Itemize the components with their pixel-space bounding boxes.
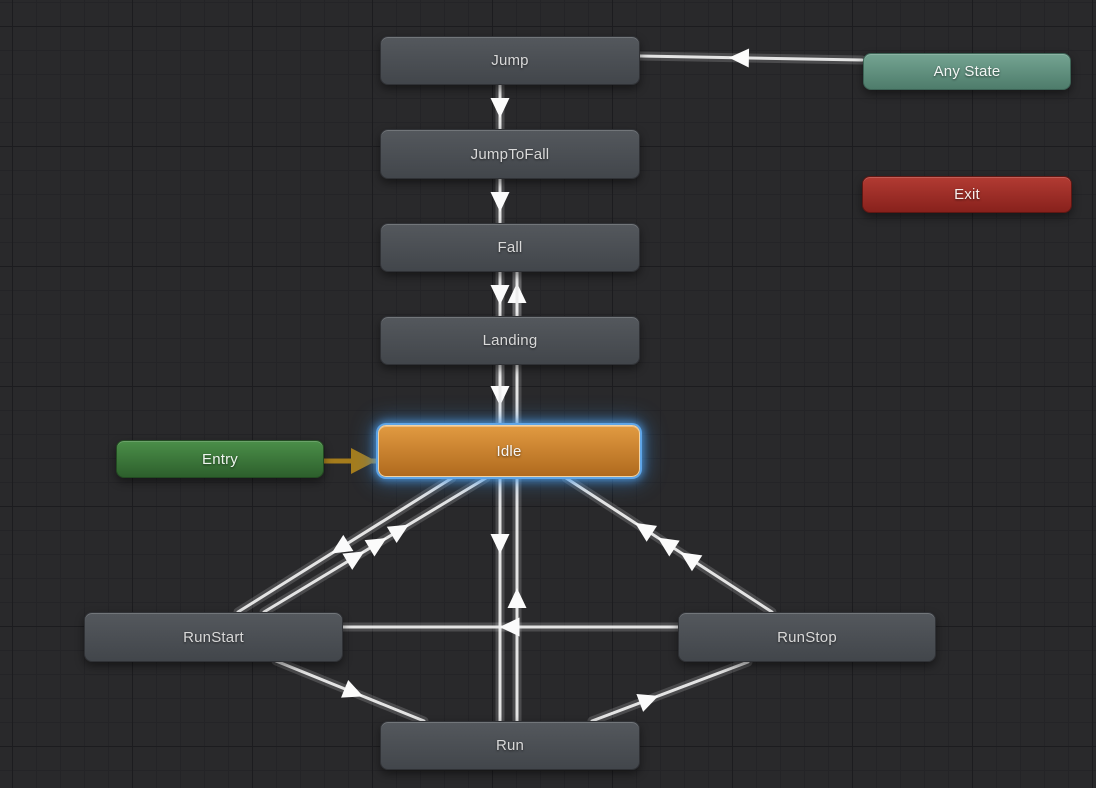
state-node-label: Entry [201,450,238,468]
transition-entry-to-idle[interactable] [321,448,379,474]
transition-arrowhead [490,98,510,118]
state-node-jump[interactable]: Jump [380,36,640,85]
state-node-run-stop[interactable]: RunStop [678,612,936,662]
state-node-label: RunStart [183,628,244,646]
transition-arrowhead [499,617,520,637]
transition-arrowhead [635,522,658,542]
state-node-run-start[interactable]: RunStart [84,612,343,662]
transition-run-stop-to-run-start[interactable] [338,617,683,637]
state-node-label: Landing [482,332,538,349]
transition-run-stop-to-idle[interactable] [561,473,777,617]
state-node-idle[interactable]: Idle [378,425,640,477]
transition-run-start-to-idle[interactable] [259,473,491,617]
transition-arrowhead [680,552,703,572]
transition-arrowhead [490,534,510,554]
transition-fall-to-landing[interactable] [490,267,510,321]
transition-arrowhead [507,588,527,608]
transition-arrowhead [341,680,364,698]
transition-arrowhead [636,694,659,712]
transition-arrowhead [386,524,409,544]
transition-run-start-to-run[interactable] [271,656,429,726]
transition-jump-to-jump-to-fall[interactable] [490,80,510,134]
transition-arrowhead [351,448,376,474]
transition-arrowhead [490,285,510,305]
transition-idle-to-run-start[interactable] [233,473,457,617]
state-node-exit[interactable]: Exit [862,176,1072,213]
transition-arrowhead [490,192,510,212]
state-node-jump-to-fall[interactable]: JumpToFall [380,129,640,179]
transition-run-to-run-stop[interactable] [587,657,753,726]
state-node-fall[interactable]: Fall [380,223,640,272]
state-node-label: Fall [497,239,523,256]
state-node-landing[interactable]: Landing [380,316,640,365]
state-node-label: Jump [491,52,529,69]
transition-arrowhead [331,534,354,554]
transition-arrowhead [342,551,365,570]
state-node-label: Idle [496,442,522,460]
transition-arrowhead [728,48,750,68]
state-node-entry[interactable]: Entry [116,440,324,478]
transition-any-state-to-jump[interactable] [635,48,867,68]
state-node-label: RunStop [777,628,837,646]
transition-arrowhead [657,537,680,557]
transition-run-to-idle[interactable] [507,472,527,726]
state-node-any-state[interactable]: Any State [863,53,1071,90]
transition-jump-to-fall-to-fall[interactable] [490,174,510,228]
state-node-run[interactable]: Run [380,721,640,770]
transition-landing-to-run[interactable] [490,360,510,726]
state-node-label: Any State [933,63,1001,80]
transition-arrowhead [364,537,387,557]
state-node-label: Run [495,737,525,754]
state-node-label: Exit [954,186,980,203]
state-node-label: JumpToFall [470,145,550,163]
